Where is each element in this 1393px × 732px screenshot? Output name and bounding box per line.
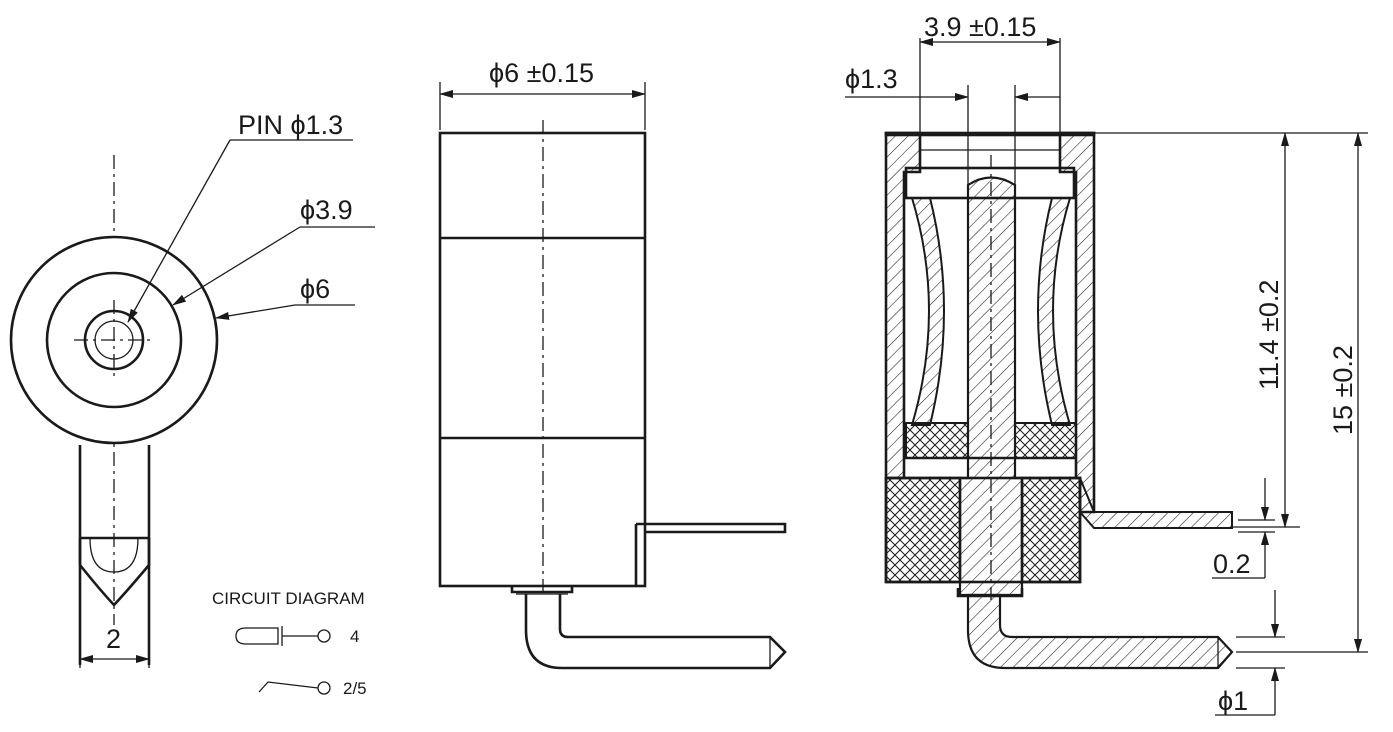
diameter-3.9-label: ϕ3.9: [300, 195, 353, 225]
diameter-6-label: ϕ6: [300, 274, 330, 304]
circuit-pin-4-label: 4: [350, 627, 359, 646]
side-view: [438, 82, 787, 670]
top-3.9-label: 3.9 ±0.15: [924, 12, 1036, 42]
width-2-label: 2: [106, 624, 121, 654]
circuit-diagram-title: CIRCUIT DIAGRAM: [212, 589, 365, 608]
circuit-symbol-pin: [235, 626, 331, 646]
offset-0.2-label: 0.2: [1213, 549, 1251, 579]
front-view: [9, 139, 375, 668]
pin-1-label: ϕ1: [1218, 686, 1248, 716]
pin-diameter-label: PIN ϕ1.3: [238, 110, 343, 140]
side-width-label: ϕ6 ±0.15: [489, 58, 594, 88]
pin-1.3-label: ϕ1.3: [845, 64, 898, 94]
circuit-symbol-switch: [258, 681, 331, 695]
height-11.4-label: 11.4 ±0.2: [1254, 280, 1284, 390]
height-15-label: 15 ±0.2: [1328, 345, 1358, 435]
circuit-pin-2-5-label: 2/5: [343, 679, 367, 698]
section-view: [845, 38, 1368, 716]
